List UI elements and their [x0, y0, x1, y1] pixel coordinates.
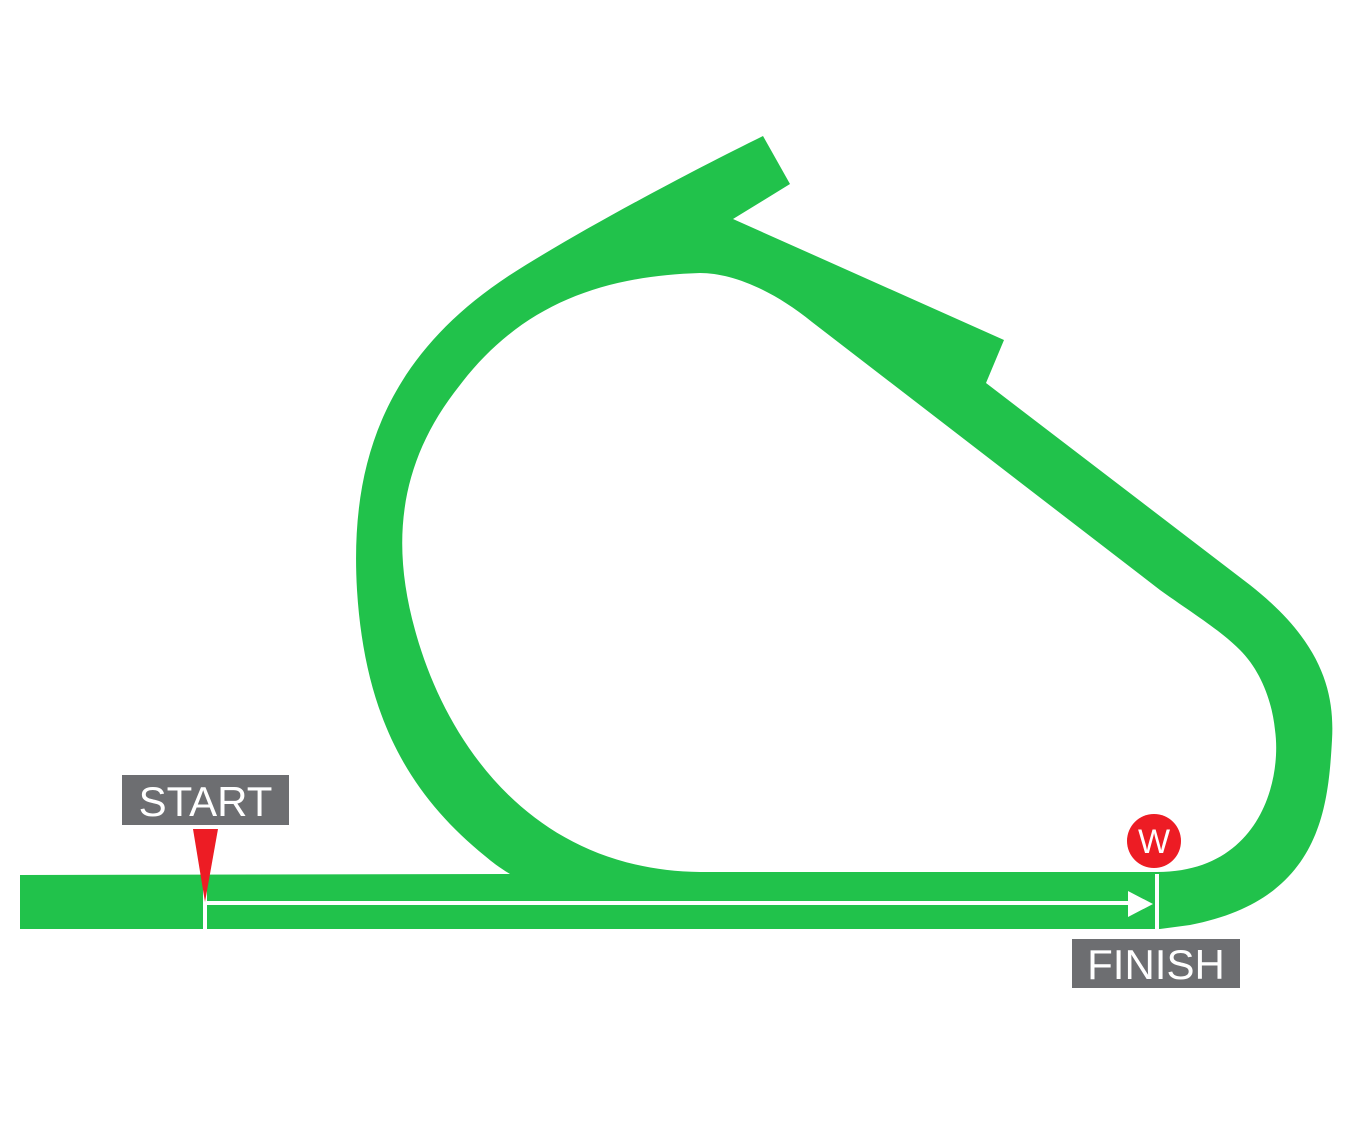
finish-label: FINISH	[1072, 939, 1240, 988]
finish-label-text: FINISH	[1087, 941, 1225, 988]
winning-post-text: W	[1138, 823, 1170, 861]
winning-post-marker: W	[1127, 814, 1181, 868]
start-label-text: START	[139, 778, 273, 825]
start-label: START	[122, 775, 289, 825]
finish-label-box	[1072, 939, 1240, 988]
direction-arrow-icon	[1128, 891, 1153, 917]
winning-post-icon	[1127, 814, 1181, 868]
start-marker-icon	[193, 829, 218, 902]
start-label-box	[122, 775, 289, 825]
